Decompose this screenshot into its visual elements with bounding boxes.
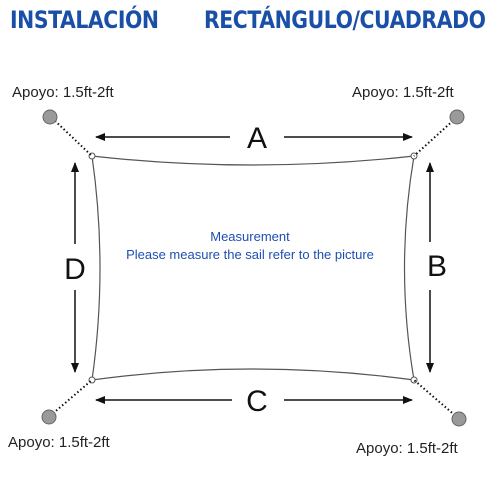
support-label-bottom-right: Apoyo: 1.5ft-2ft xyxy=(356,440,458,457)
sail-outline xyxy=(91,155,415,381)
dimension-label-c: C xyxy=(246,385,268,418)
support-label-top-right: Apoyo: 1.5ft-2ft xyxy=(352,84,454,101)
rope-bottom-left xyxy=(49,379,93,417)
rope-top-left xyxy=(51,117,93,157)
dimension-label-d: D xyxy=(64,253,86,286)
measurement-note: Measurement Please measure the sail refe… xyxy=(100,228,400,264)
rope-top-right xyxy=(413,117,457,157)
post-bottom-left xyxy=(41,409,57,425)
title-shape: RECTÁNGULO/CUADRADO xyxy=(204,6,486,34)
post-bottom-right xyxy=(451,411,467,427)
measurement-instruction: Please measure the sail refer to the pic… xyxy=(126,247,374,262)
dimension-label-b: B xyxy=(427,250,447,283)
dimension-label-a: A xyxy=(247,122,267,155)
support-label-bottom-left: Apoyo: 1.5ft-2ft xyxy=(8,434,110,451)
post-top-right xyxy=(449,109,465,125)
post-top-left xyxy=(42,109,58,125)
measurement-heading: Measurement xyxy=(210,229,290,244)
rope-bottom-right xyxy=(413,379,459,419)
support-label-top-left: Apoyo: 1.5ft-2ft xyxy=(12,84,114,101)
title-installation: INSTALACIÓN xyxy=(10,6,159,34)
